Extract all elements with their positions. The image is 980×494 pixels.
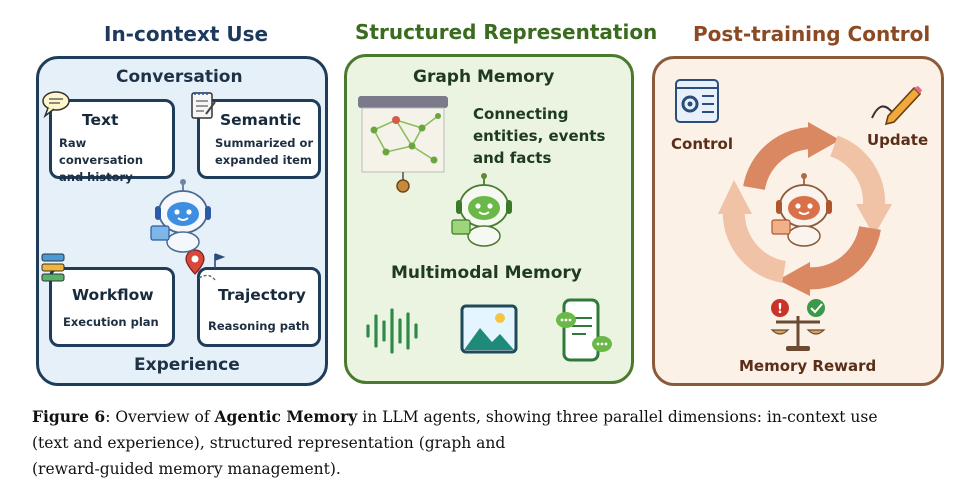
card-workflow: Workflow Execution plan [49,267,175,347]
obscuring-overlay [540,424,980,494]
cycle-arrows-icon [718,122,892,296]
audio-wave-icon [366,308,418,354]
robot-icon [150,179,211,253]
settings-window-icon [675,79,719,123]
update-label: Update [867,131,929,149]
caption-line-1-rest: in LLM agents, showing three parallel di… [357,408,878,426]
pencil-icon [871,86,922,126]
card-trajectory-title: Trajectory [218,286,306,304]
caption-figure-label: Figure 6 [32,407,106,426]
phone-chat-icon [556,298,612,362]
balance-scale-icon: ! [770,299,826,351]
title-post-training-control: Post-training Control [693,22,931,46]
panel-in-context-use: Conversation Text Raw conversation and h… [36,56,328,386]
robot-icon [451,173,512,247]
svg-text:!: ! [777,302,783,317]
card-semantic: Semantic Summarized or expanded item [197,99,321,179]
multimodal-memory-heading: Multimodal Memory [391,263,582,283]
image-icon [460,304,518,354]
card-semantic-subtitle: Summarized or expanded item [215,136,314,167]
control-label: Control [671,135,734,153]
notepad-icon [191,92,216,119]
card-workflow-subtitle: Execution plan [63,315,159,329]
workflow-icon [41,253,65,282]
graph-board-icon [358,96,448,193]
caption-bold-term: Agentic Memory [214,407,358,426]
caption-line-3: (reward-guided memory management). [32,460,341,478]
card-trajectory-subtitle: Reasoning path [208,319,310,333]
experience-heading: Experience [134,355,240,375]
caption-line-1: Figure 6: Overview of Agentic Memory in … [32,404,952,430]
graph-memory-heading: Graph Memory [413,67,555,87]
title-structured-representation: Structured Representation [355,20,658,44]
chat-icon [42,91,70,119]
graph-memory-description: Connecting entities, events and facts [473,105,606,167]
conversation-heading: Conversation [116,67,243,87]
card-text-subtitle: Raw conversation and history [59,136,144,184]
card-text: Text Raw conversation and history [49,99,175,184]
title-in-context-use: In-context Use [104,22,269,46]
memory-reward-label: Memory Reward [739,357,877,375]
caption-line-2: (text and experience), structured repres… [32,434,506,452]
robot-icon [771,173,832,247]
card-trajectory: Trajectory Reasoning path [197,267,321,347]
caption-pre: : Overview of [105,408,215,426]
card-workflow-title: Workflow [72,286,154,304]
figure-caption: Figure 6: Overview of Agentic Memory in … [32,404,952,482]
card-semantic-title: Semantic [220,111,302,129]
map-pin-icon [185,249,226,281]
card-text-title: Text [82,111,119,129]
